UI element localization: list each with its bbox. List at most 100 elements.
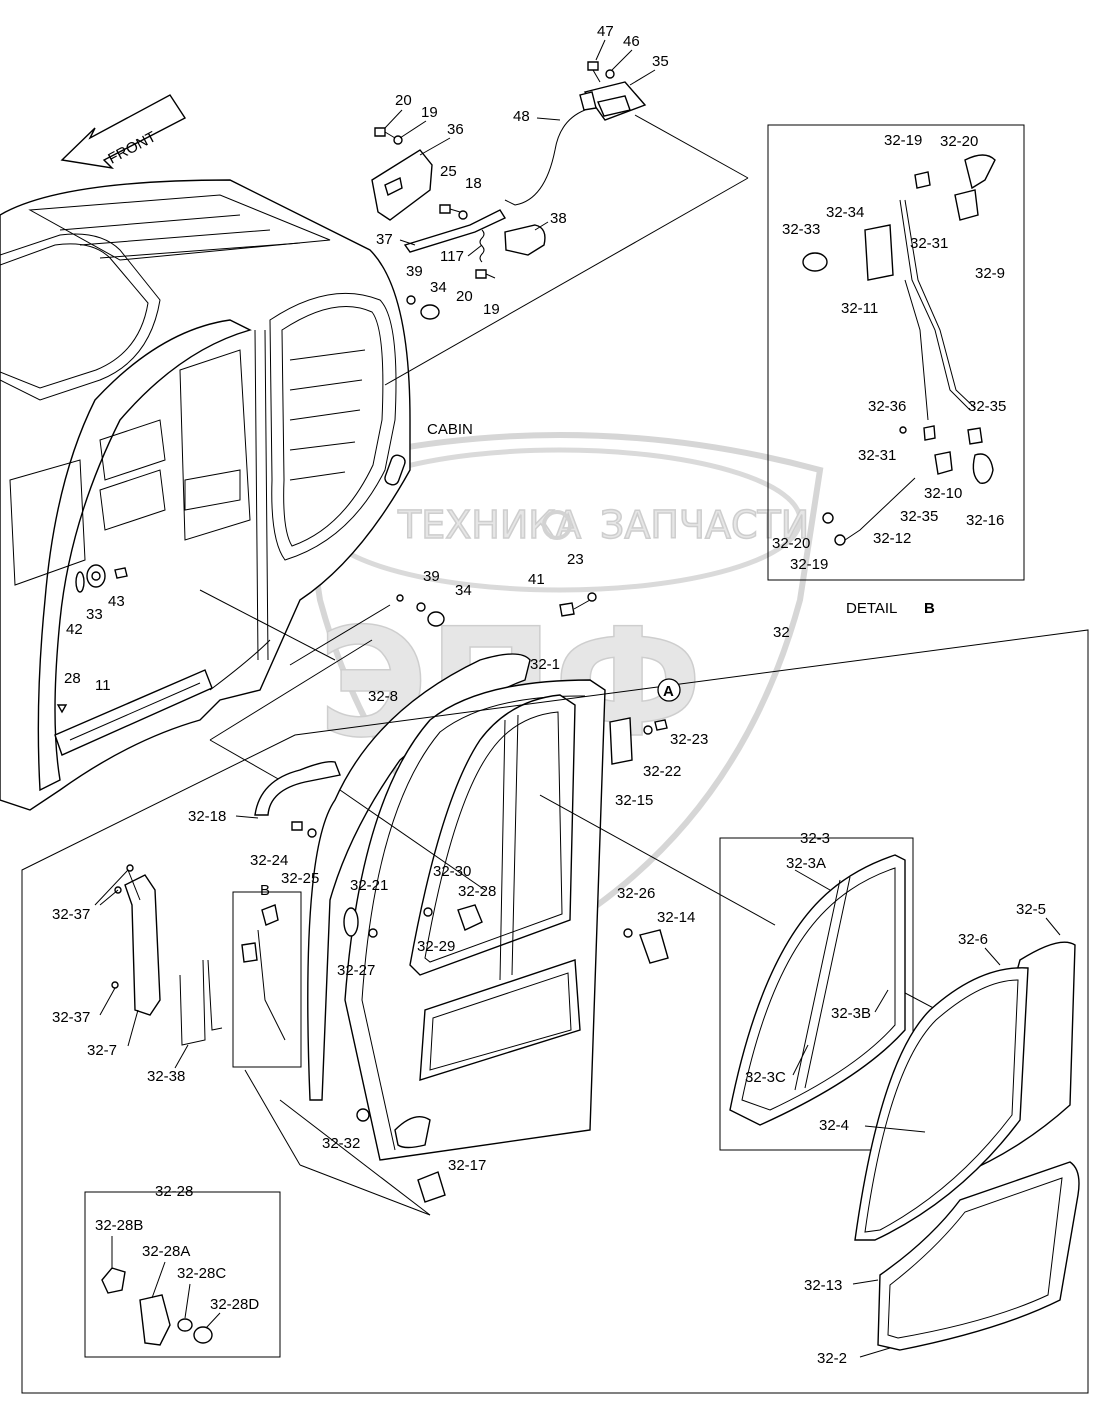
callout-32-28B: 32-28B — [95, 1217, 143, 1234]
callout-32-37b: 32-37 — [52, 1009, 90, 1026]
leader-lines — [94, 39, 1061, 1358]
callout-34a: 34 — [430, 279, 447, 296]
callout-32-26: 32-26 — [617, 885, 655, 902]
callout-32: 32 — [773, 624, 790, 641]
callout-a-letter: A — [663, 683, 674, 700]
callout-32-2: 32-2 — [817, 1350, 847, 1367]
callout-32-28C: 32-28C — [177, 1265, 226, 1282]
detail-32-19a: 32-19 — [884, 132, 922, 149]
callout-32-24: 32-24 — [250, 852, 288, 869]
b-inset-letter: B — [260, 882, 270, 899]
bracket-32-7 — [111, 864, 223, 1046]
callout-32-3C: 32-3C — [745, 1069, 786, 1086]
callout-39b: 39 — [423, 568, 440, 585]
callout-34b: 34 — [455, 582, 472, 599]
callout-38: 38 — [550, 210, 567, 227]
door-detail-frame — [21, 629, 1089, 1394]
callout-32-3A: 32-3A — [786, 855, 826, 872]
detail-32-31b: 32-31 — [858, 447, 896, 464]
callout-32-18: 32-18 — [188, 808, 226, 825]
callout-32-25: 32-25 — [281, 870, 319, 887]
detail-32-11: 32-11 — [841, 300, 878, 317]
callout-19b: 19 — [483, 301, 500, 318]
inset-32-28 — [84, 1191, 281, 1358]
cabin-frame — [0, 179, 411, 811]
callout-32-3: 32-3 — [800, 830, 830, 847]
callout-43: 43 — [108, 593, 125, 610]
lock-assembly-parts — [371, 61, 749, 386]
cabin-small-parts — [56, 564, 597, 781]
callout-32-5: 32-5 — [1016, 901, 1046, 918]
front-arrow-icon: FRONT — [60, 94, 187, 170]
watermark-text-2: ЗАПЧАСТИ — [600, 503, 809, 547]
callout-28: 28 — [64, 670, 81, 687]
detail-b-word: DETAIL — [846, 600, 897, 617]
callout-36: 36 — [447, 121, 464, 138]
callout-32-15: 32-15 — [615, 792, 653, 809]
detail-32-34: 32-34 — [826, 204, 864, 221]
callout-32-37a: 32-37 — [52, 906, 90, 923]
detail-32-35b: 32-35 — [900, 508, 938, 525]
callout-32-28-box: 32-28 — [155, 1183, 193, 1200]
callout-32-8: 32-8 — [368, 688, 398, 705]
callout-117: 117 — [440, 248, 464, 265]
callout-32-29: 32-29 — [417, 938, 455, 955]
callout-42: 42 — [66, 621, 83, 638]
callout-11: 11 — [95, 677, 111, 694]
detail-32-20a: 32-20 — [940, 133, 978, 150]
detail-32-19b: 32-19 — [790, 556, 828, 573]
callout-32-3B: 32-3B — [831, 1005, 871, 1022]
callout-33: 33 — [86, 606, 103, 623]
callout-48: 48 — [513, 108, 530, 125]
callout-32-1: 32-1 — [530, 656, 560, 673]
callout-32-4: 32-4 — [819, 1117, 849, 1134]
cabin-label: CABIN — [427, 421, 473, 438]
glass-panels — [854, 941, 1080, 1351]
detail-32-31a: 32-31 — [910, 235, 948, 252]
callout-25: 25 — [440, 163, 457, 180]
callout-20b: 20 — [456, 288, 473, 305]
callout-32-17: 32-17 — [448, 1157, 486, 1174]
callout-32-21: 32-21 — [350, 877, 388, 894]
callout-35: 35 — [652, 53, 669, 70]
callout-39a: 39 — [406, 263, 423, 280]
detail-32-36: 32-36 — [868, 398, 906, 415]
callout-37: 37 — [376, 231, 393, 248]
detail-32-9: 32-9 — [975, 265, 1005, 282]
callout-32-38: 32-38 — [147, 1068, 185, 1085]
callout-32-32: 32-32 — [322, 1135, 360, 1152]
door-assembly — [244, 653, 1061, 1216]
callout-a-circle — [657, 678, 681, 702]
callout-32-22: 32-22 — [643, 763, 681, 780]
callout-32-7: 32-7 — [87, 1042, 117, 1059]
callout-46: 46 — [623, 33, 640, 50]
detail-32-12: 32-12 — [873, 530, 911, 547]
callout-labels: 47 46 35 48 20 19 36 25 18 38 37 117 39 … — [52, 23, 1046, 1367]
callout-20a: 20 — [395, 92, 412, 109]
callout-32-28A: 32-28A — [142, 1243, 190, 1260]
callout-47: 47 — [597, 23, 614, 40]
callout-23: 23 — [567, 551, 584, 568]
detail-b-box — [767, 124, 1025, 581]
callout-32-30: 32-30 — [433, 863, 471, 880]
callout-19a: 19 — [421, 104, 438, 121]
callout-32-23: 32-23 — [670, 731, 708, 748]
detail-32-33: 32-33 — [782, 221, 820, 238]
callout-32-28: 32-28 — [458, 883, 496, 900]
callout-41: 41 — [528, 571, 545, 588]
detail-32-20b: 32-20 — [772, 535, 810, 552]
callout-32-28D: 32-28D — [210, 1296, 259, 1313]
callout-32-13: 32-13 — [804, 1277, 842, 1294]
watermark-text-1: ТЕХНИКА — [397, 503, 581, 547]
detail-b-letter: B — [924, 600, 935, 617]
callout-32-14: 32-14 — [657, 909, 695, 926]
detail-32-16: 32-16 — [966, 512, 1004, 529]
detail-32-10: 32-10 — [924, 485, 962, 502]
callout-18: 18 — [465, 175, 482, 192]
detail-32-35a: 32-35 — [968, 398, 1006, 415]
callout-32-27: 32-27 — [337, 962, 375, 979]
b-inset: B — [232, 882, 302, 1068]
callout-32-6: 32-6 — [958, 931, 988, 948]
